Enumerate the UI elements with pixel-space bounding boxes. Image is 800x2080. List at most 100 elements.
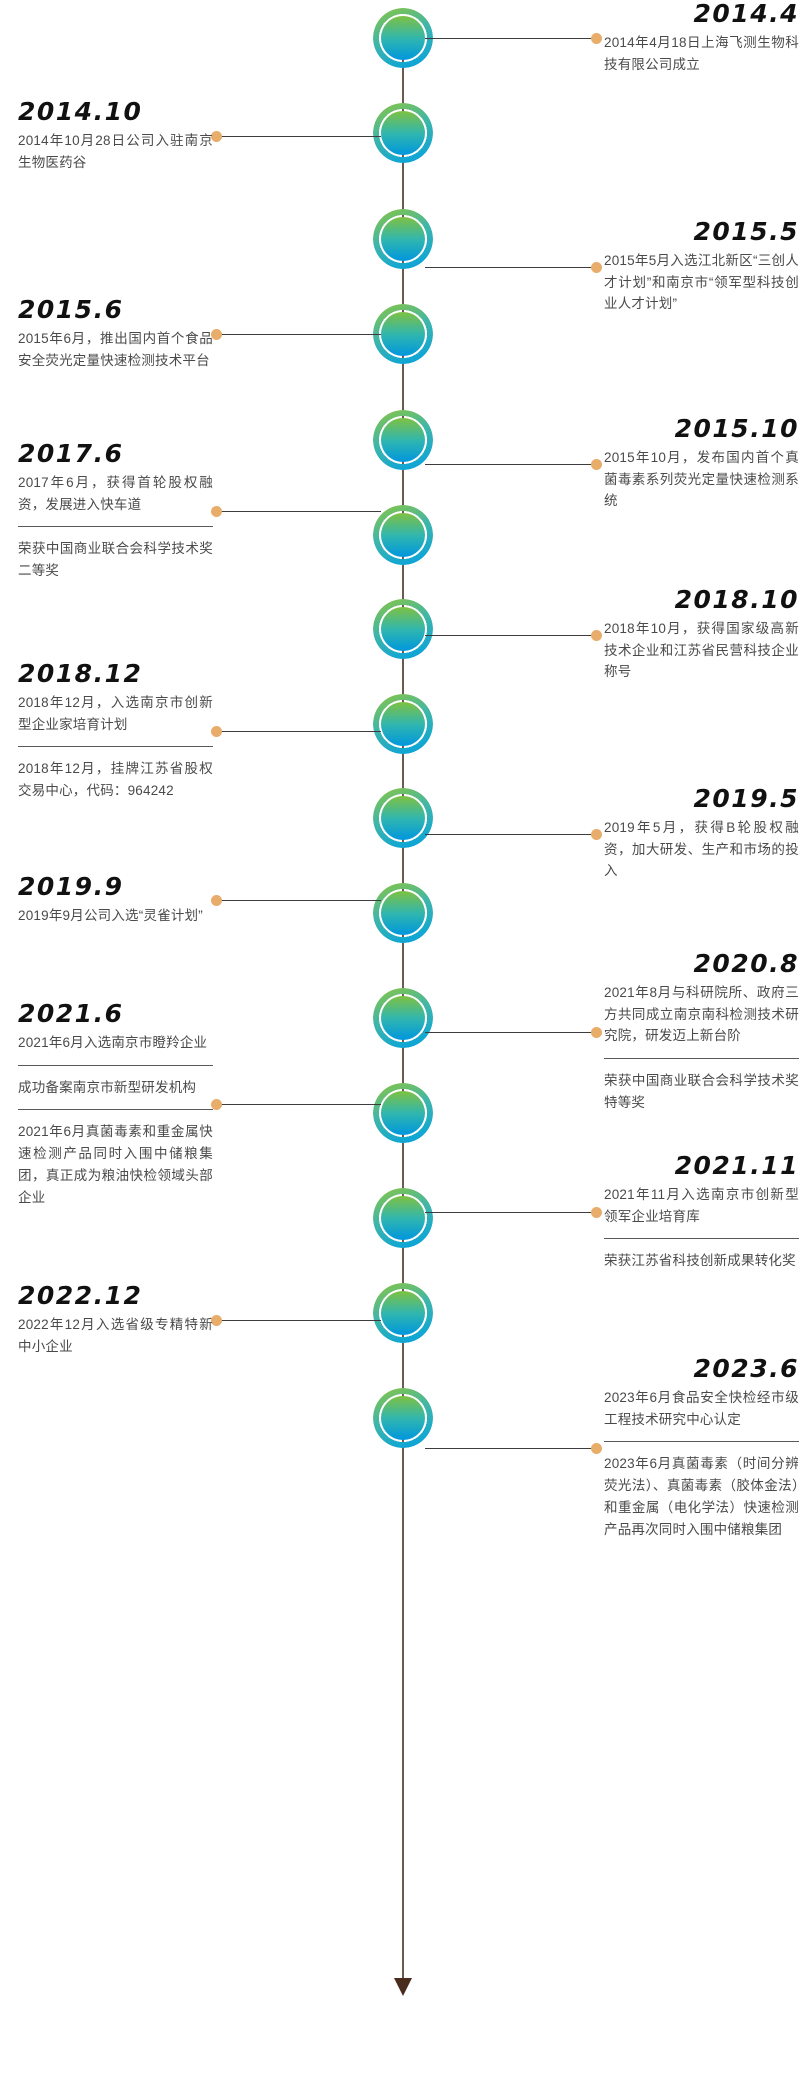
entry-divider: [604, 1441, 799, 1443]
node-core: [381, 111, 425, 155]
node-core: [381, 996, 425, 1040]
entry-year: 2021.6: [18, 999, 124, 1028]
entry-paragraph: 2019年9月公司入选“灵雀计划”: [18, 907, 203, 923]
connector-dot: [591, 1027, 602, 1038]
entry-divider: [604, 1058, 799, 1060]
connector-line: [216, 334, 381, 335]
entry-year: 2019.9: [18, 872, 124, 901]
timeline-entry-2015-10: 2015.10 2015年10月，发布国内首个真菌毒素系列荧光定量快速检测系统: [604, 414, 799, 512]
node-core: [381, 891, 425, 935]
node-core: [381, 513, 425, 557]
timeline-node-2015-10[interactable]: [373, 410, 433, 470]
timeline-entry-2019-9: 2019.9 2019年9月公司入选“灵雀计划”: [18, 872, 213, 927]
timeline-node-2019-9[interactable]: [373, 883, 433, 943]
timeline-node-2015-6[interactable]: [373, 304, 433, 364]
entry-year: 2022.12: [18, 1281, 143, 1310]
timeline-entry-2015-6: 2015.6 2015年6月，推出国内首个食品安全荧光定量快速检测技术平台: [18, 295, 213, 371]
entry-paragraph: 2015年5月入选江北新区“三创人才计划”和南京市“领军型科技创业人才计划”: [604, 252, 799, 312]
connector-dot: [591, 33, 602, 44]
connector-dot: [211, 726, 222, 737]
timeline-entry-2014-4: 2014.4 2014年4月18日上海飞测生物科技有限公司成立: [604, 0, 799, 75]
entry-divider: [18, 1109, 213, 1111]
entry-paragraph: 2023年6月食品安全快检经市级工程技术研究中心认定: [604, 1389, 799, 1427]
timeline-node-2018-12[interactable]: [373, 694, 433, 754]
connector-dot: [211, 131, 222, 142]
connector-line: [216, 511, 381, 512]
entry-paragraph: 2014年4月18日上海飞测生物科技有限公司成立: [604, 34, 799, 72]
node-core: [381, 607, 425, 651]
entry-year: 2020.8: [693, 949, 799, 978]
connector-dot: [211, 1315, 222, 1326]
entry-paragraph: 2021年11月入选南京市创新型领军企业培育库: [604, 1186, 799, 1224]
entry-paragraph: 2018年12月，入选南京市创新型企业家培育计划: [18, 694, 213, 732]
connector-dot: [591, 262, 602, 273]
timeline-node-2014-4[interactable]: [373, 8, 433, 68]
node-core: [381, 16, 425, 60]
entry-paragraph: 2015年6月，推出国内首个食品安全荧光定量快速检测技术平台: [18, 330, 213, 368]
entry-year: 2014.4: [693, 0, 799, 28]
entry-paragraph: 荣获中国商业联合会科学技术奖二等奖: [18, 541, 213, 579]
connector-line: [216, 900, 381, 901]
entry-year: 2014.10: [18, 97, 143, 126]
connector-line: [425, 1212, 596, 1213]
timeline-entry-2020-8: 2020.8 2021年8月与科研院所、政府三方共同成立南京南科检测技术研究院，研…: [604, 949, 799, 1114]
timeline-entry-2014-10: 2014.10 2014年10月28日公司入驻南京生物医药谷: [18, 97, 213, 173]
node-core: [381, 312, 425, 356]
entry-divider: [604, 1238, 799, 1240]
entry-year: 2015.5: [693, 217, 799, 246]
timeline-entry-2019-5: 2019.5 2019年5月，获得B轮股权融资，加大研发、生产和市场的投入: [604, 784, 799, 882]
timeline-node-2023-6[interactable]: [373, 1388, 433, 1448]
connector-line: [425, 267, 596, 268]
entry-paragraph: 2021年6月真菌毒素和重金属快速检测产品同时入围中储粮集团，真正成为粮油快检领…: [18, 1124, 213, 1206]
entry-year: 2018.10: [674, 585, 799, 614]
connector-dot: [591, 829, 602, 840]
node-core: [381, 1196, 425, 1240]
connector-line: [425, 1448, 596, 1449]
entry-year: 2021.11: [674, 1151, 799, 1180]
entry-year: 2015.10: [674, 414, 799, 443]
timeline-node-2021-6[interactable]: [373, 1083, 433, 1143]
connector-line: [216, 1104, 381, 1105]
connector-line: [425, 464, 596, 465]
entry-divider: [18, 746, 213, 748]
entry-paragraph: 2018年10月，获得国家级高新技术企业和江苏省民营科技企业称号: [604, 620, 799, 680]
entry-paragraph: 成功备案南京市新型研发机构: [18, 1079, 197, 1095]
timeline-node-2018-10[interactable]: [373, 599, 433, 659]
timeline-node-2017-6[interactable]: [373, 505, 433, 565]
entry-divider: [18, 526, 213, 528]
node-core: [381, 217, 425, 261]
timeline-node-2014-10[interactable]: [373, 103, 433, 163]
timeline-node-2015-5[interactable]: [373, 209, 433, 269]
entry-paragraph: 荣获中国商业联合会科学技术奖特等奖: [604, 1073, 799, 1111]
connector-line: [425, 635, 596, 636]
connector-dot: [591, 459, 602, 470]
connector-line: [216, 136, 381, 137]
connector-dot: [211, 329, 222, 340]
timeline-entry-2015-5: 2015.5 2015年5月入选江北新区“三创人才计划”和南京市“领军型科技创业人…: [604, 217, 799, 315]
timeline-node-2022-12[interactable]: [373, 1283, 433, 1343]
entry-year: 2019.5: [693, 784, 799, 813]
entry-paragraph: 2018年12月，挂牌江苏省股权交易中心，代码：964242: [18, 761, 213, 799]
connector-line: [425, 1032, 596, 1033]
node-core: [381, 1396, 425, 1440]
entry-paragraph: 2021年8月与科研院所、政府三方共同成立南京南科检测技术研究院，研发迈上新台阶: [604, 984, 799, 1044]
entry-year: 2015.6: [18, 295, 124, 324]
entry-paragraph: 2019年5月，获得B轮股权融资，加大研发、生产和市场的投入: [604, 819, 799, 879]
entry-paragraph: 2014年10月28日公司入驻南京生物医药谷: [18, 132, 213, 170]
timeline-node-2020-8[interactable]: [373, 988, 433, 1048]
connector-line: [425, 38, 596, 39]
connector-dot: [591, 1443, 602, 1454]
node-core: [381, 702, 425, 746]
timeline-node-2021-11[interactable]: [373, 1188, 433, 1248]
node-core: [381, 418, 425, 462]
connector-dot: [591, 1207, 602, 1218]
timeline-node-2019-5[interactable]: [373, 788, 433, 848]
entry-paragraph: 2015年10月，发布国内首个真菌毒素系列荧光定量快速检测系统: [604, 449, 799, 509]
timeline-arrow-icon: [394, 1978, 412, 1996]
